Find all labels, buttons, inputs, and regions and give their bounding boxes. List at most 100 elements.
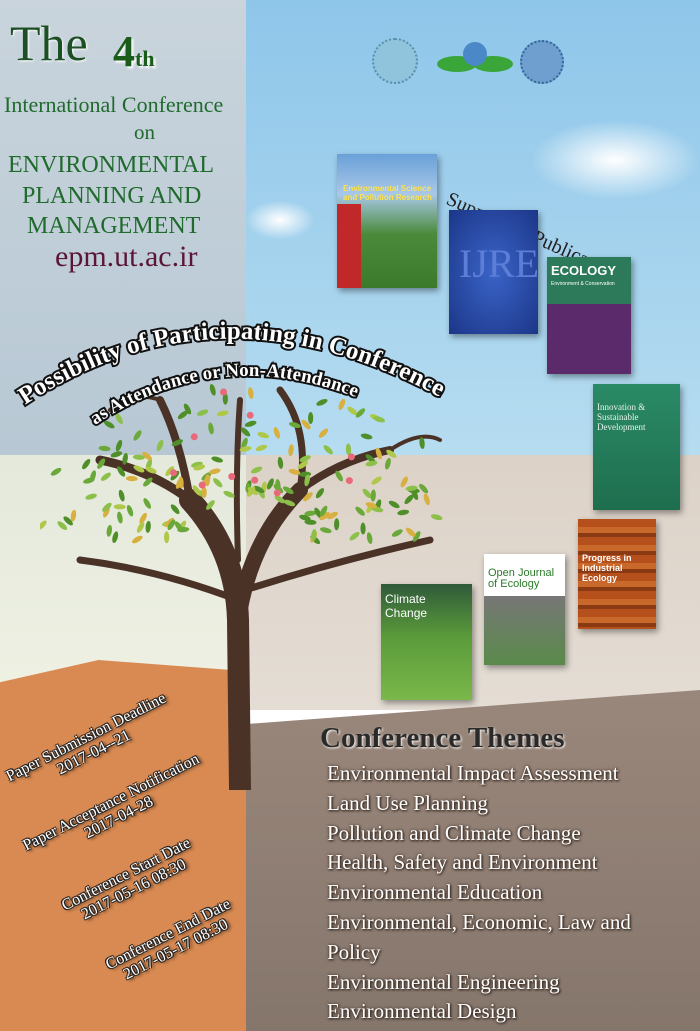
leaf xyxy=(283,499,296,507)
leaf xyxy=(143,498,152,509)
leaf xyxy=(164,531,170,544)
leaf xyxy=(366,532,373,545)
leaf xyxy=(299,455,311,462)
leaf xyxy=(50,467,62,476)
leaf xyxy=(211,456,223,463)
leaf xyxy=(315,488,325,499)
leaf xyxy=(397,509,410,516)
leaf xyxy=(253,485,265,494)
blossom xyxy=(170,469,178,477)
leaf xyxy=(288,469,301,475)
leaf xyxy=(319,505,328,517)
leaf xyxy=(334,518,340,531)
leaf xyxy=(222,392,228,405)
blossom xyxy=(220,388,228,396)
title-the: The xyxy=(10,15,88,71)
svg-text:as Attendance or Non-Attendanc: as Attendance or Non-Attendance xyxy=(86,360,361,429)
leaf xyxy=(165,466,175,477)
leaf xyxy=(118,489,125,502)
leaf xyxy=(384,457,391,470)
journal-title: Environmental Science and Pollution Rese… xyxy=(343,184,432,202)
participation-banner: Possibility of Participating in Conferen… xyxy=(12,316,452,431)
leaf xyxy=(323,445,333,455)
leaf xyxy=(70,509,77,522)
blossom xyxy=(198,481,206,489)
leaf xyxy=(223,490,235,498)
journal-title: Climate Change xyxy=(385,592,428,620)
blossom xyxy=(273,489,281,497)
leaf xyxy=(131,535,143,544)
leaf xyxy=(192,485,201,496)
leaf xyxy=(412,531,421,542)
blossom xyxy=(246,411,254,419)
leaf xyxy=(204,474,211,487)
leaf xyxy=(142,451,152,461)
leaf xyxy=(89,470,97,482)
leaf xyxy=(244,420,257,427)
journal-title: Innovation & Sustainable Development xyxy=(597,402,646,432)
leaf xyxy=(347,406,358,416)
journal-cover-climate-change[interactable]: Climate Change xyxy=(381,584,472,700)
leaf xyxy=(115,413,123,424)
leaf xyxy=(430,514,443,521)
bg-cloud xyxy=(530,120,700,200)
leaf xyxy=(289,422,301,429)
blossom xyxy=(345,477,353,485)
leaf xyxy=(183,403,192,415)
journal-cover-progress[interactable]: Progress in Industrial Ecology xyxy=(578,519,656,629)
leaf xyxy=(327,511,338,520)
theme-item: Pollution and Climate Change xyxy=(327,820,581,845)
leaf xyxy=(209,383,216,396)
university-seal-logo xyxy=(372,38,418,84)
leaf xyxy=(122,452,128,465)
leaf xyxy=(171,439,183,447)
journal-cover-innovation[interactable]: Innovation & Sustainable Development xyxy=(593,384,680,510)
leaf xyxy=(250,466,263,474)
leaf xyxy=(365,502,378,509)
leaf xyxy=(40,520,47,530)
leaf xyxy=(132,454,145,460)
leaf xyxy=(208,422,214,435)
leaf xyxy=(318,428,329,438)
title-environmental: ENVIRONMENTAL xyxy=(8,152,215,178)
leaf xyxy=(304,510,317,517)
leaf xyxy=(349,531,360,541)
leaf xyxy=(201,486,207,499)
leaf xyxy=(274,495,286,504)
leaf xyxy=(177,410,188,420)
leaf xyxy=(193,464,206,471)
leaf xyxy=(208,468,221,475)
participation-line2: as Attendance or Non-Attendance xyxy=(84,358,363,431)
journal-cover-oje[interactable]: Open Journal of Ecology xyxy=(484,554,565,665)
leaf xyxy=(98,445,111,452)
theme-item: Environmental, Economic, Law and xyxy=(327,909,631,934)
leaf xyxy=(167,519,176,531)
title-international-conference: International Conference xyxy=(4,92,224,117)
leaf xyxy=(400,476,408,488)
leaf xyxy=(178,476,184,489)
journal-cover-ecology[interactable]: ECOLOGY Environment & Conservation xyxy=(547,257,631,374)
leaf xyxy=(97,458,106,469)
leaf xyxy=(125,476,138,482)
leaf xyxy=(239,446,252,452)
leaf xyxy=(113,504,126,510)
leaf xyxy=(139,512,147,524)
leaf xyxy=(419,437,425,450)
website-link[interactable]: epm.ut.ac.ir xyxy=(55,240,198,273)
leaf xyxy=(391,529,403,537)
leaf xyxy=(246,486,256,497)
leaf xyxy=(170,504,180,515)
leaf xyxy=(282,486,294,495)
leaf xyxy=(355,506,365,516)
important-dates: Paper Submission Deadline 2017-04--21 Pa… xyxy=(0,690,260,1010)
journal-cover-ijre[interactable]: IJRE xyxy=(449,210,538,334)
leaf xyxy=(117,511,123,524)
leaf xyxy=(248,387,254,399)
journal-subtitle: Environment & Conservation xyxy=(551,281,615,287)
blossom xyxy=(251,476,259,484)
journal-cover-esp[interactable]: Environmental Science and Pollution Rese… xyxy=(337,154,437,288)
leaf xyxy=(177,526,190,533)
theme-item: Policy xyxy=(327,939,381,964)
theme-item: Land Use Planning xyxy=(327,790,488,815)
leaf xyxy=(133,465,145,473)
